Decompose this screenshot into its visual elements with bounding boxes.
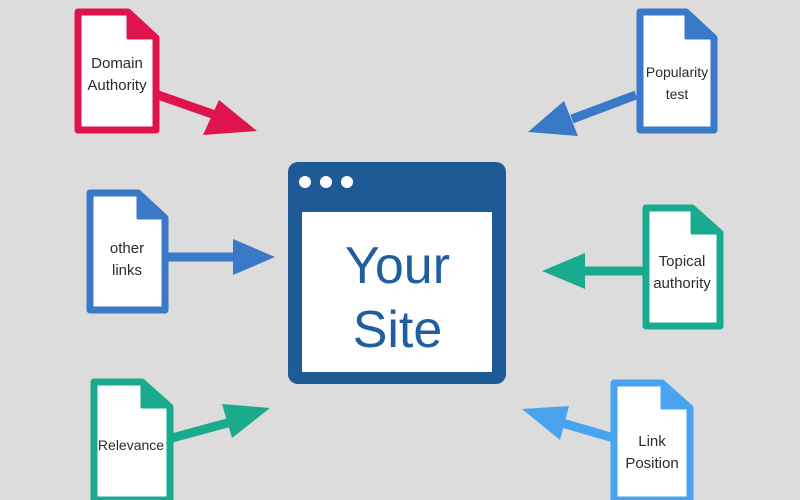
factor-popularity-test: Popularity test [641,48,713,118]
factor-label-line2: authority [653,275,711,292]
factor-link-position: Link Position [615,418,689,488]
site-title-line1: Your [344,237,451,295]
site-window-content [302,212,492,372]
factor-label-line1: Popularity [645,64,709,80]
document-icon [86,189,169,314]
factor-topical-authority: Topical authority [646,238,718,308]
arrow-left-icon [528,90,638,136]
factor-label-line1: Domain [91,55,143,72]
arrow-right-icon [156,90,257,135]
document-icon [90,378,174,500]
factor-label-line1: other [109,240,145,257]
arrow-right-icon [170,404,270,443]
site-window [288,162,506,384]
factor-other-links: other links [92,225,162,295]
window-dot-icon [299,176,311,188]
window-dot-icon [320,176,332,188]
site-title-line2: Site [352,301,443,359]
factor-label-line2: links [111,262,142,279]
document-icon [74,8,160,134]
document-icon [610,379,694,500]
window-dot-icon [341,176,353,188]
document-icon [636,8,718,134]
arrow-left-icon [542,253,644,289]
factor-label-line2: test [665,86,689,102]
factor-label-line1: Topical [658,253,706,270]
factor-label-line2: Position [625,455,679,472]
arrow-right-icon [166,239,275,275]
factor-label-line2: Authority [87,77,147,94]
factor-domain-authority: Domain Authority [80,40,154,110]
factor-label-line1: Link [638,433,666,450]
factor-relevance: Relevance [94,430,168,460]
document-icon [642,204,724,330]
arrow-left-icon [522,406,616,443]
factor-label-line1: Relevance [97,437,165,453]
